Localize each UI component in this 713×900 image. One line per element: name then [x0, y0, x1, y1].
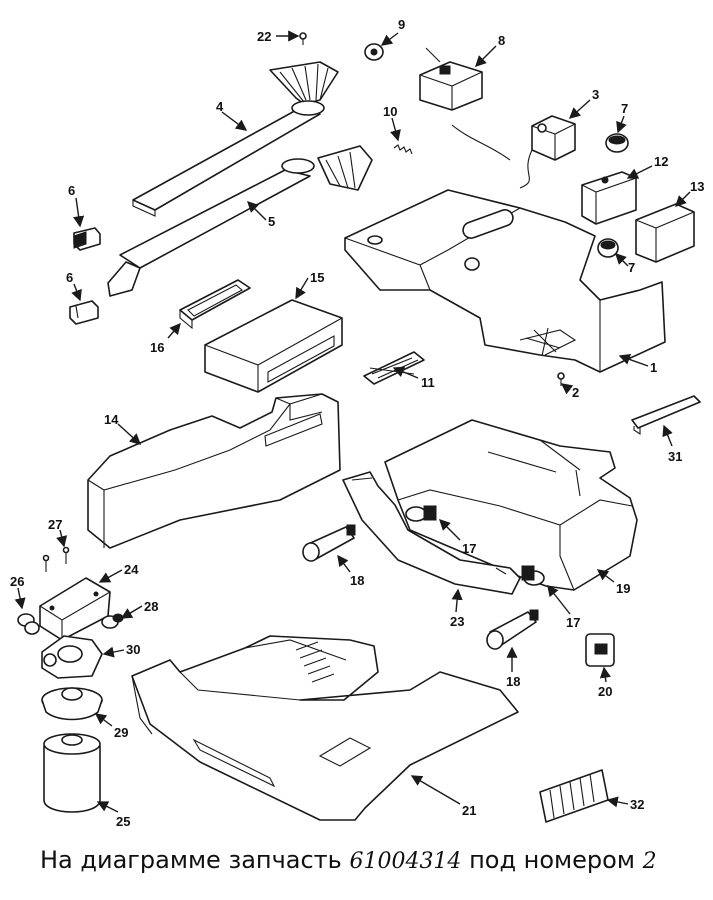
part-32-clip-strip — [539, 769, 609, 823]
part-18-bulb-upper — [302, 524, 356, 562]
callout-32: 32 — [630, 797, 644, 812]
callout-2: 2 — [572, 385, 579, 400]
part-27-screws — [42, 546, 70, 572]
callout-3: 3 — [592, 87, 599, 102]
part-7-gear-lower — [597, 238, 619, 258]
part-20-rocker-switch — [585, 633, 615, 667]
callout-labels: 22 9 8 3 7 4 10 12 13 6 5 7 6 15 16 11 1… — [10, 17, 704, 829]
callout-10: 10 — [383, 104, 397, 119]
part-26-fitting — [17, 613, 40, 635]
callout-7-lower: 7 — [628, 260, 635, 275]
callout-27: 27 — [48, 517, 62, 532]
part-8-defrost-timer — [419, 47, 483, 111]
caption-part-number: 61004314 — [349, 849, 462, 874]
callout-7-upper: 7 — [621, 101, 628, 116]
part-30-filter-head — [41, 635, 103, 679]
part-6-clip-lower — [69, 300, 99, 325]
callout-11: 11 — [421, 375, 435, 390]
callout-6-upper: 6 — [68, 183, 75, 198]
callout-9: 9 — [398, 17, 405, 32]
part-12-switch — [581, 171, 637, 225]
callout-8: 8 — [498, 33, 505, 48]
callout-22: 22 — [257, 29, 271, 44]
callout-29: 29 — [114, 725, 128, 740]
part-3-thermostat — [451, 115, 576, 189]
caption-middle: под номером — [469, 846, 635, 874]
part-23-front-cover — [342, 471, 521, 595]
part-1-dispenser-housing — [344, 189, 666, 373]
callout-18-lower: 18 — [506, 674, 520, 689]
callout-20: 20 — [598, 684, 612, 699]
part-15-duct — [204, 299, 343, 393]
part-16-gasket — [179, 279, 251, 330]
part-6-clip-upper — [73, 227, 101, 251]
caption-number: 2 — [642, 849, 657, 874]
callout-17-upper: 17 — [462, 541, 476, 556]
callout-18-upper: 18 — [350, 573, 364, 588]
callout-31: 31 — [668, 449, 682, 464]
part-31-trim-strip — [631, 395, 701, 436]
part-21-drip-tray — [131, 635, 519, 821]
callout-26: 26 — [10, 574, 24, 589]
part-17-socket-lower — [521, 565, 545, 586]
caption-prefix: На диаграмме запчасть — [40, 846, 342, 874]
part-14-chute-housing — [87, 393, 341, 549]
part-17-socket-upper — [405, 505, 437, 522]
part-7-gear-upper — [605, 133, 629, 153]
part-5-dispenser-arm — [107, 145, 373, 297]
part-29-filter-bypass — [41, 687, 103, 721]
part-13-motor — [635, 203, 695, 263]
callout-leaders — [14, 30, 691, 813]
part-4-dispenser-arm — [132, 61, 339, 217]
callout-19: 19 — [616, 581, 630, 596]
part-24-mounting-plate — [39, 577, 111, 641]
part-10-spring — [393, 144, 413, 155]
part-25-water-filter — [43, 733, 101, 813]
part-28-fitting — [101, 613, 124, 629]
callout-16: 16 — [150, 340, 164, 355]
callout-24: 24 — [124, 562, 139, 577]
callout-1: 1 — [650, 360, 657, 375]
callout-17-lower: 17 — [566, 615, 580, 630]
callout-6-lower: 6 — [66, 270, 73, 285]
callout-13: 13 — [690, 179, 704, 194]
callout-23: 23 — [450, 614, 464, 629]
callout-30: 30 — [126, 642, 140, 657]
callout-25: 25 — [116, 814, 130, 829]
part-22-screw — [299, 32, 307, 45]
callout-5: 5 — [268, 214, 275, 229]
callout-14: 14 — [104, 412, 119, 427]
callout-12: 12 — [654, 154, 668, 169]
callout-28: 28 — [144, 599, 158, 614]
caption: На диаграмме запчасть 61004314 под номер… — [40, 846, 700, 886]
exploded-parts-diagram: 22 9 8 3 7 4 10 12 13 6 5 7 6 15 16 11 1… — [10, 17, 704, 829]
part-19-ice-bin — [384, 419, 638, 591]
part-2-screw — [557, 372, 565, 386]
callout-4: 4 — [216, 99, 224, 114]
part-9-grommet — [364, 43, 384, 61]
part-18-bulb-lower — [486, 609, 539, 650]
callout-15: 15 — [310, 270, 324, 285]
callout-21: 21 — [462, 803, 476, 818]
